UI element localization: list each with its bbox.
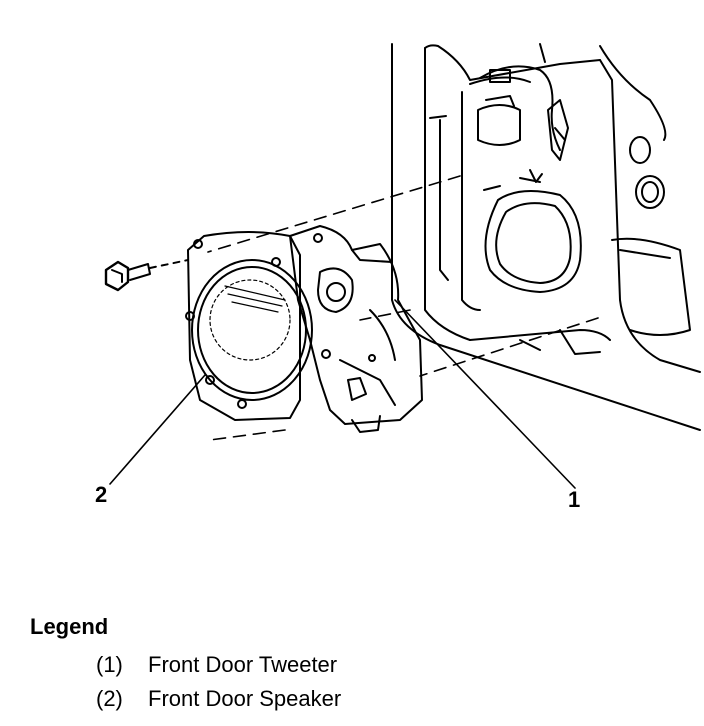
legend-item-number: (1) [96,652,123,677]
door-inner-panel [391,43,701,431]
legend-title: Legend [30,614,109,639]
leader-line-2 [109,374,206,485]
tweeter-opening [483,169,582,293]
front-door-tweeter [289,225,423,433]
alignment-lines [207,175,599,441]
wiring-harness [469,65,569,161]
callout-2: 2 [95,482,108,507]
legend-item-number: (2) [96,686,123,711]
bolt-icon [104,259,189,292]
legend-item: (1) Front Door Tweeter [96,648,690,682]
leader-line-1 [394,299,576,489]
legend-item-text: Front Door Speaker [148,686,342,711]
door-speaker-diagram [104,43,701,489]
callout-1: 1 [568,487,581,512]
front-door-speaker [185,231,331,421]
legend-item-text: Front Door Tweeter [148,652,338,677]
leader-lines [109,299,576,489]
legend-item: (2) Front Door Speaker [96,682,690,716]
legend: Legend (1) Front Door Tweeter (2) Front … [30,614,690,716]
